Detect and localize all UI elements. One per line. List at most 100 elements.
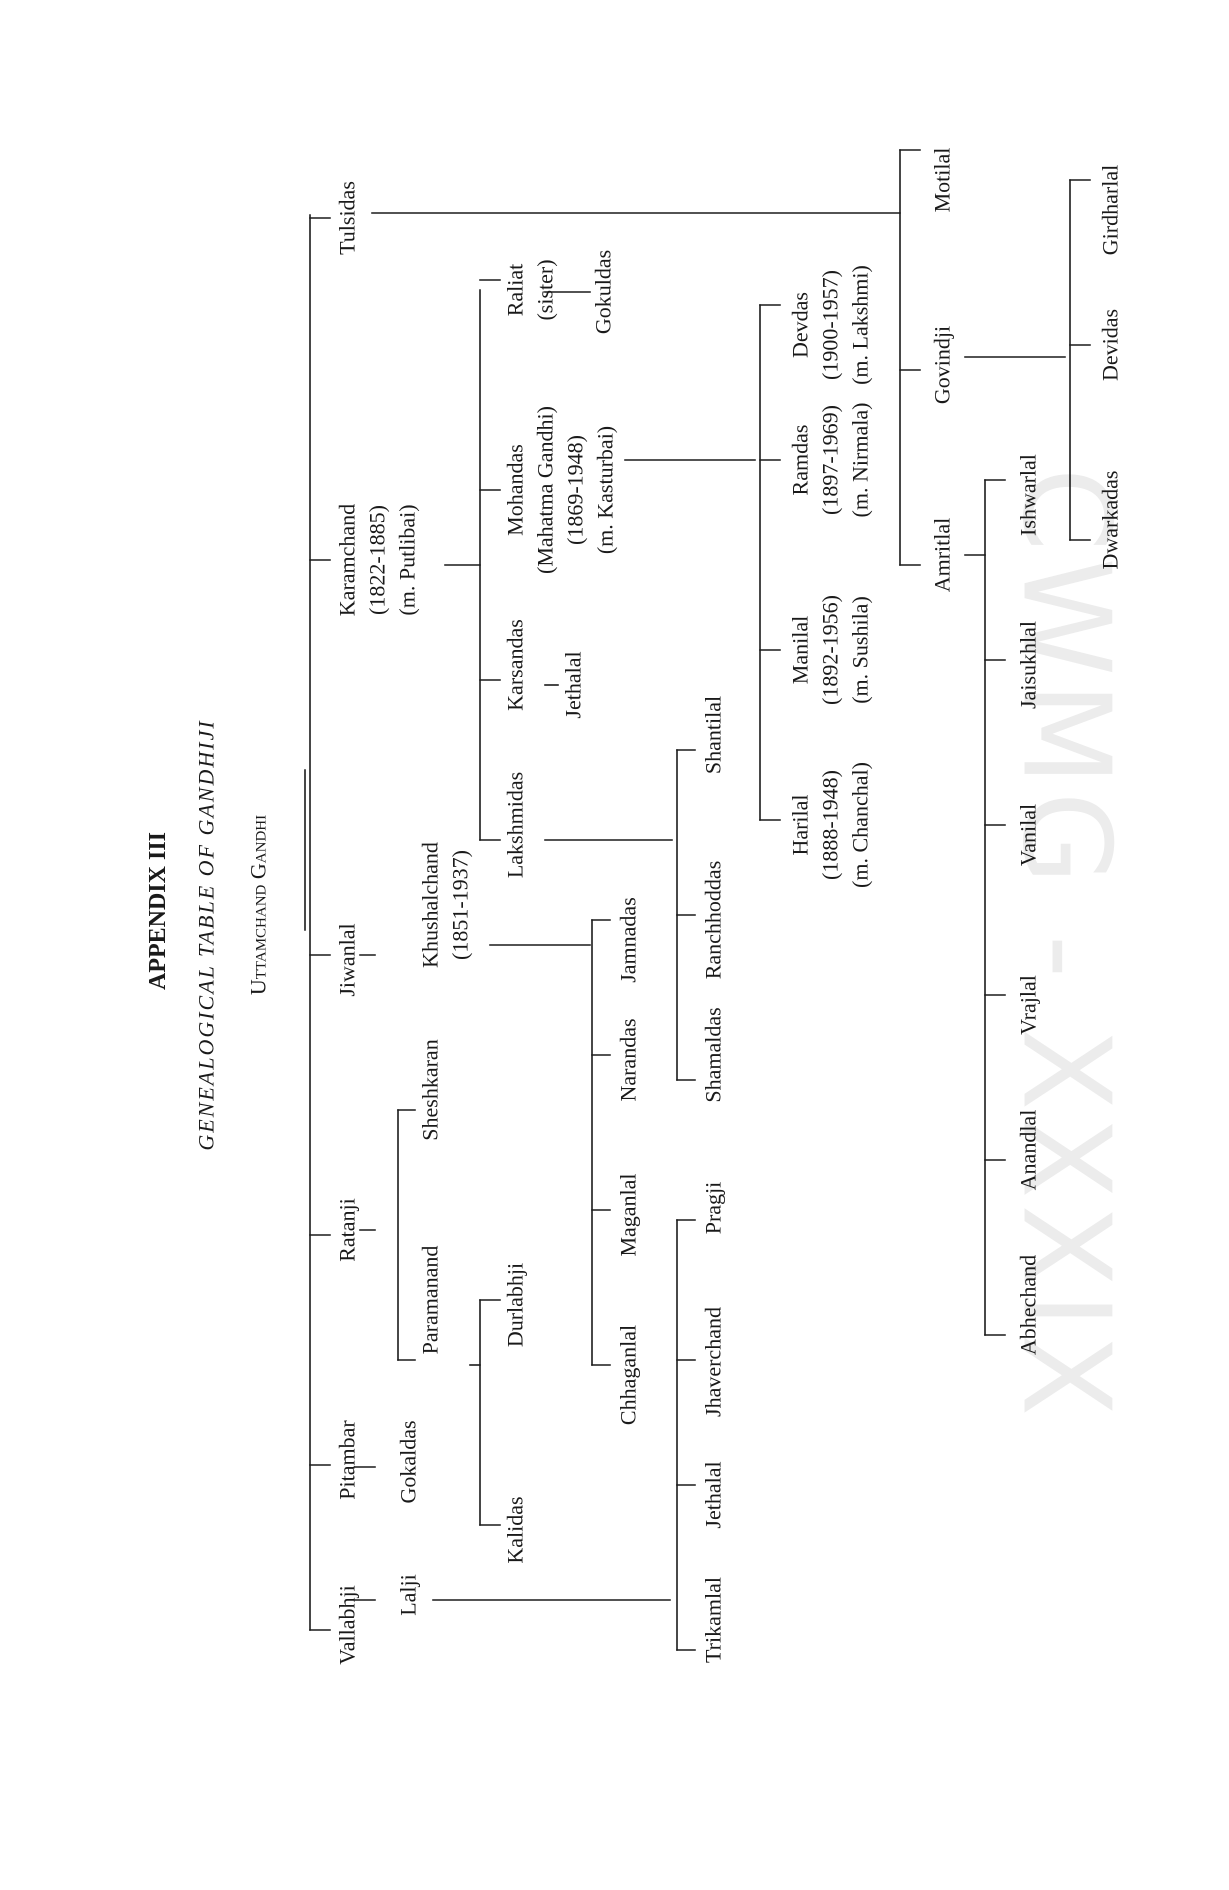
person-name: Durlabhji (503, 1263, 528, 1347)
person-name: Karamchand (335, 504, 360, 616)
person-name: Vrajlal (1016, 975, 1041, 1035)
person-sheshkaran: Sheshkaran (418, 1039, 443, 1140)
person-jethalal-karsandas: Jethalal (561, 651, 586, 718)
person-name: Pitambar (335, 1420, 360, 1500)
person-shamaldas: Shamaldas (701, 1007, 726, 1102)
person-name: Gokaldas (396, 1420, 421, 1503)
person-name: Narandas (616, 1018, 641, 1101)
person-name: Jiwanlal (335, 923, 360, 996)
person-kalidas: Kalidas (503, 1496, 528, 1563)
person-devidas: Devidas (1098, 309, 1123, 381)
person-name: Jethalal (561, 651, 586, 718)
person-name: Trikamlal (701, 1577, 726, 1663)
person-name: Manilal (788, 616, 813, 684)
person-detail: (sister) (533, 259, 558, 320)
person-jethalal: Jethalal (701, 1461, 726, 1528)
person-raliat: Raliat(sister) (503, 259, 558, 320)
person-name: Maganlal (616, 1173, 641, 1256)
person-jhaverchand: Jhaverchand (701, 1307, 726, 1417)
person-detail: (1892-1956) (818, 595, 843, 705)
person-name: Amritlal (930, 518, 955, 593)
person-name: Shantilal (701, 696, 726, 774)
person-detail: (m. Putlibai) (395, 504, 420, 615)
person-jaisukhlal: Jaisukhlal (1016, 621, 1041, 709)
person-detail: (m. Sushila) (848, 596, 873, 704)
person-name: Lakshmidas (503, 772, 528, 878)
person-name: Khushalchand (418, 842, 443, 968)
person-harilal: Harilal(1888-1948)(m. Chanchal) (788, 762, 873, 888)
person-vallabhji: Vallabhji (335, 1585, 360, 1664)
person-ishwarlal: Ishwarlal (1016, 454, 1041, 536)
person-name: Pragji (701, 1182, 726, 1235)
person-name: Girdharlal (1098, 165, 1123, 255)
person-detail: (Mahatma Gandhi) (533, 406, 558, 574)
appendix-heading: APPENDIX III (145, 832, 171, 990)
person-narandas: Narandas (616, 1018, 641, 1101)
person-amritlal: Amritlal (930, 518, 955, 593)
person-detail: (1869-1948) (563, 435, 588, 545)
person-name: Mohandas (503, 444, 528, 536)
person-name: Jaisukhlal (1016, 621, 1041, 709)
person-name: Harilal (788, 794, 813, 855)
person-trikamlal: Trikamlal (701, 1577, 726, 1663)
people: Vallabhji Pitambar Ratanji Jiwanlal Karamcha… (335, 148, 1123, 1665)
person-name: Shamaldas (701, 1007, 726, 1102)
person-paramanand: Paramanand (418, 1246, 443, 1355)
person-karsandas: Karsandas (503, 619, 528, 711)
person-dwarkadas: Dwarkadas (1098, 471, 1123, 570)
person-lalji: Lalji (396, 1574, 421, 1616)
person-name: Paramanand (418, 1246, 443, 1355)
person-name: Lalji (396, 1574, 421, 1616)
person-abhechand: Abhechand (1016, 1255, 1041, 1355)
person-maganlal: Maganlal (616, 1173, 641, 1256)
person-motilal: Motilal (930, 148, 955, 213)
person-vanilal: Vanilal (1016, 804, 1041, 866)
person-detail: (m. Lakshmi) (848, 265, 873, 385)
person-name: Ratanji (335, 1198, 360, 1262)
person-jamnadas: Jamnadas (616, 897, 641, 983)
person-name: Devdas (788, 292, 813, 358)
person-gokuldas: Gokuldas (591, 250, 616, 334)
person-detail: (1822-1885) (365, 505, 390, 615)
person-detail: (m. Kasturbai) (593, 426, 618, 554)
person-detail: (m. Nirmala) (848, 403, 873, 518)
person-name: Ishwarlal (1016, 454, 1041, 536)
person-anandlal: Anandlal (1016, 1110, 1041, 1191)
person-tulsidas: Tulsidas (335, 181, 360, 255)
person-govindji: Govindji (930, 326, 955, 404)
person-ratanji: Ratanji (335, 1198, 360, 1262)
person-detail: (m. Chanchal) (848, 762, 873, 888)
person-name: Jethalal (701, 1461, 726, 1528)
person-name: Raliat (503, 264, 528, 317)
person-lakshmidas: Lakshmidas (503, 772, 528, 878)
person-mohandas: Mohandas(Mahatma Gandhi)(1869-1948)(m. K… (503, 406, 618, 574)
person-name: Ramdas (788, 425, 813, 496)
person-jiwanlal: Jiwanlal (335, 923, 360, 996)
person-name: Motilal (930, 148, 955, 213)
person-shantilal: Shantilal (701, 696, 726, 774)
person-name: Anandlal (1016, 1110, 1041, 1191)
person-name: Vanilal (1016, 804, 1041, 866)
person-detail: (1851-1937) (448, 850, 473, 960)
person-girdharlal: Girdharlal (1098, 165, 1123, 255)
person-ramdas: Ramdas(1897-1969)(m. Nirmala) (788, 403, 873, 518)
person-pitambar: Pitambar (335, 1420, 360, 1500)
person-name: Dwarkadas (1098, 471, 1123, 570)
person-name: Gokuldas (591, 250, 616, 334)
person-detail: (1888-1948) (818, 770, 843, 880)
person-name: Ranchhoddas (701, 861, 726, 980)
person-detail: (1900-1957) (818, 270, 843, 380)
person-name: Jhaverchand (701, 1307, 726, 1417)
person-vrajlal: Vrajlal (1016, 975, 1041, 1035)
person-devdas: Devdas(1900-1957)(m. Lakshmi) (788, 265, 873, 385)
person-name: Chhaganlal (616, 1325, 641, 1425)
person-gokaldas: Gokaldas (396, 1420, 421, 1503)
person-name: Govindji (930, 326, 955, 404)
person-name: Jamnadas (616, 897, 641, 983)
person-chhaganlal: Chhaganlal (616, 1325, 641, 1425)
table-title: GENEALOGICAL TABLE OF GANDHIJI (194, 719, 219, 1150)
person-name: Tulsidas (335, 181, 360, 255)
person-karamchand: Karamchand(1822-1885)(m. Putlibai) (335, 504, 420, 616)
person-khushalchand: Khushalchand(1851-1937) (418, 842, 473, 968)
